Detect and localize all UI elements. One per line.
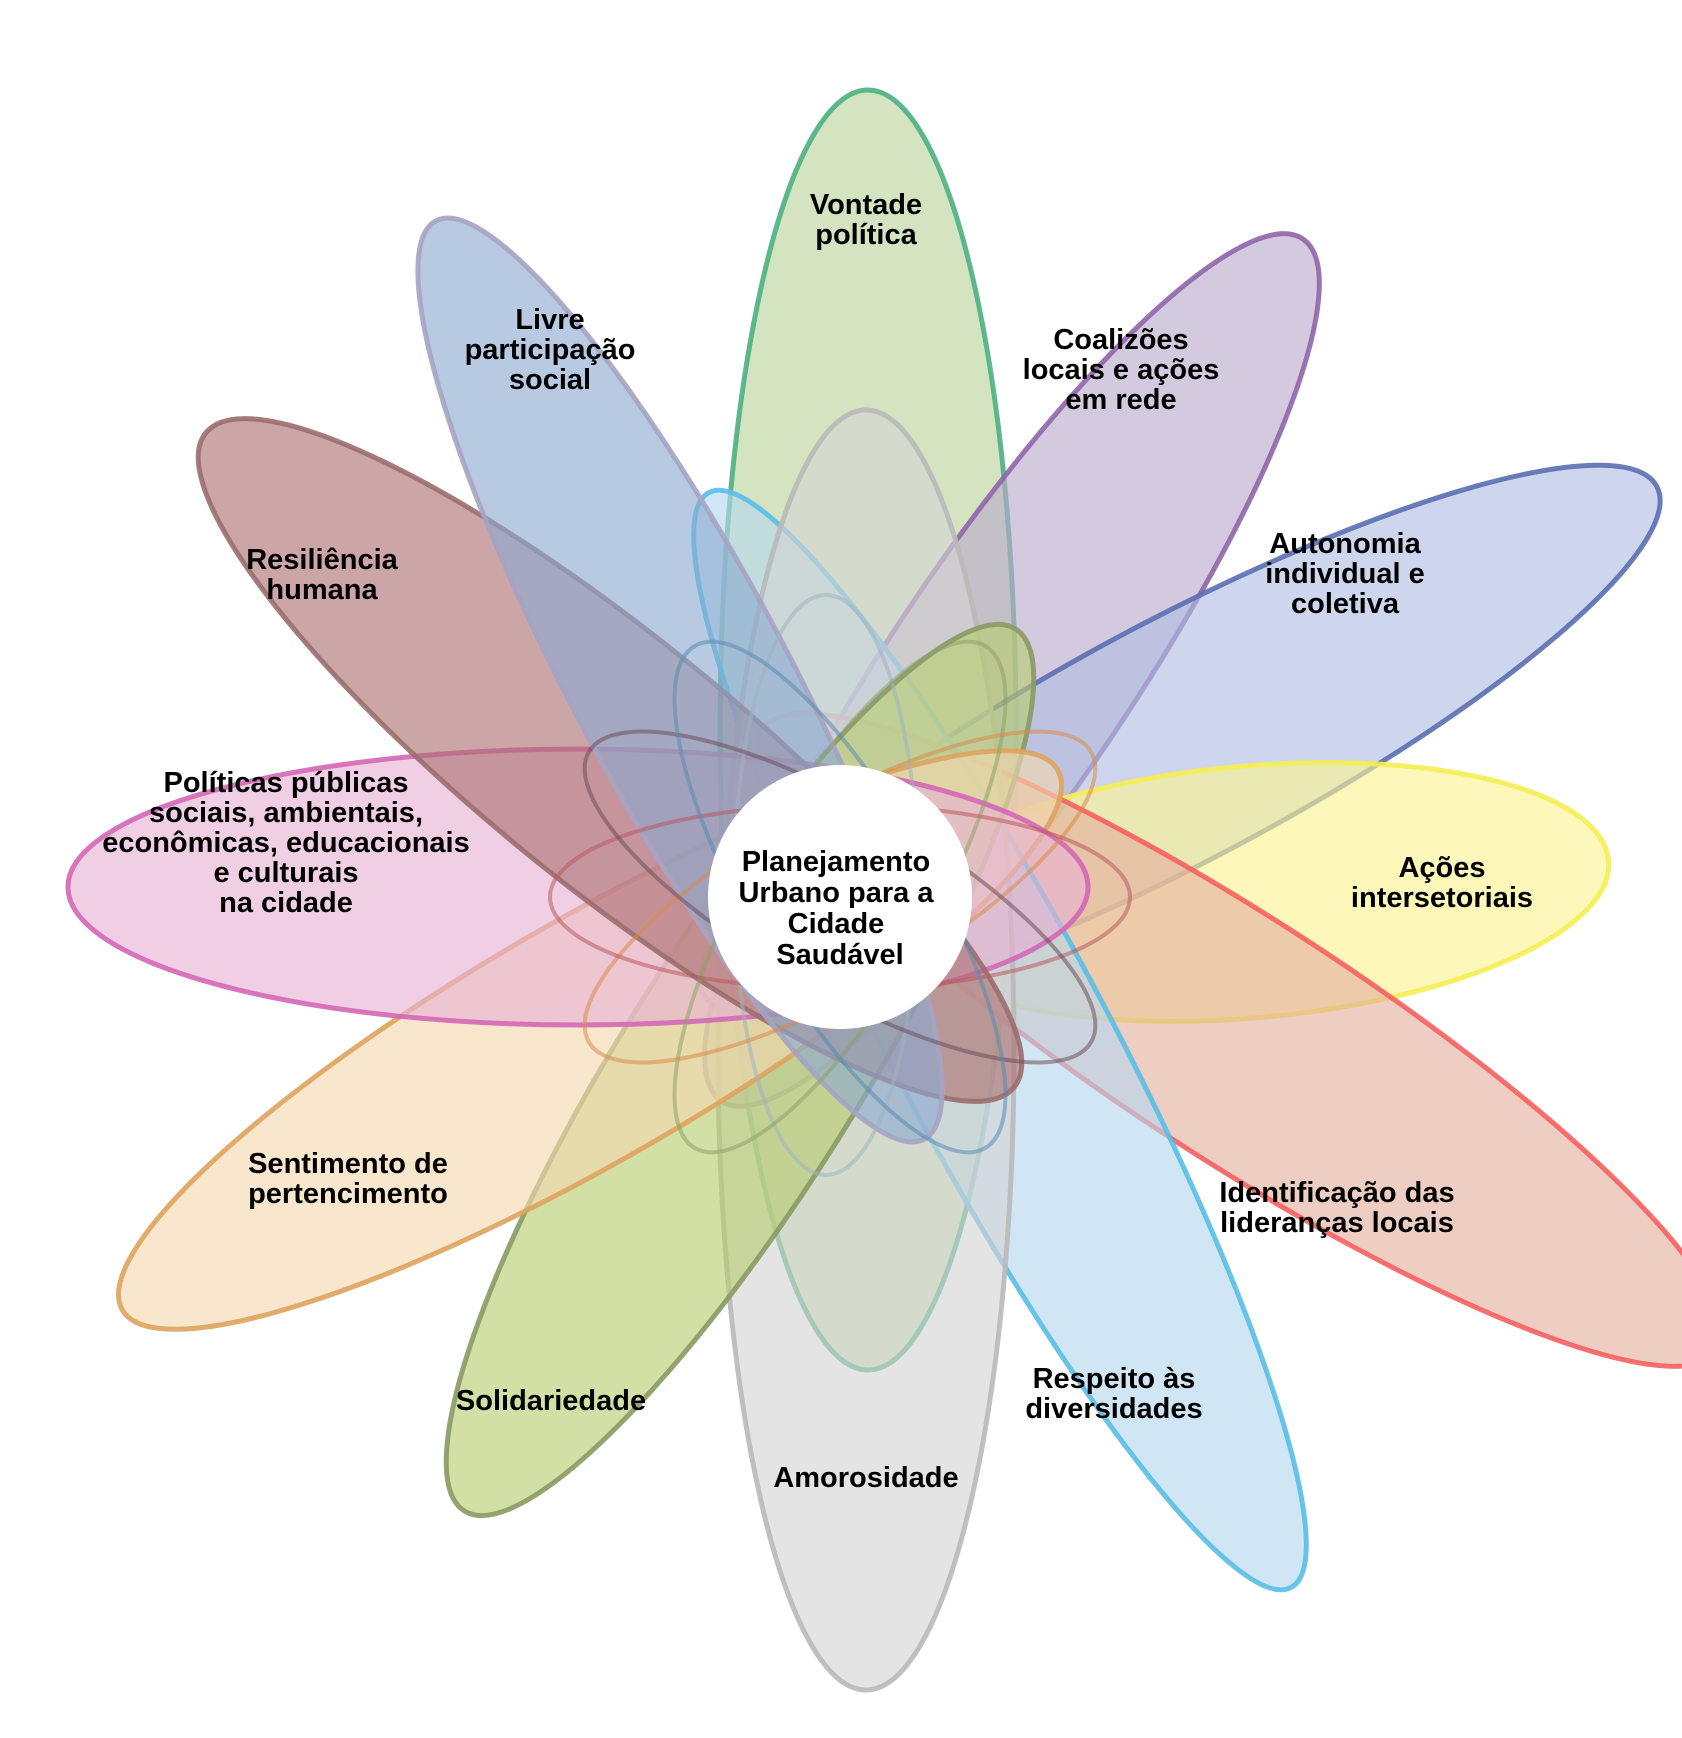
- petal-label-line: Coalizões: [1053, 324, 1188, 356]
- petal-label-line: Resiliência: [246, 544, 398, 576]
- center-circle: [708, 765, 972, 1029]
- petal-label-line: em rede: [1065, 384, 1176, 416]
- petal-label-amorosidade: Amorosidade: [773, 1462, 958, 1494]
- center-label-line: Cidade: [788, 908, 885, 940]
- petal-label-line: Vontade: [810, 189, 922, 221]
- petal-label-line: e culturais: [213, 857, 358, 889]
- petal-label-line: sociais, ambientais,: [149, 797, 423, 829]
- center-node: Planejamento Urbano para a Cidade Saudáv…: [708, 765, 972, 1029]
- petal-label-line: individual e: [1265, 558, 1425, 590]
- center-label: Planejamento Urbano para a Cidade Saudáv…: [738, 846, 941, 971]
- petal-label-solidariedade: Solidariedade: [456, 1385, 646, 1417]
- petal-label-line: econômicas, educacionais: [102, 827, 469, 859]
- petal-label-line: Autonomia: [1269, 528, 1421, 560]
- petal-label-line: locais e ações: [1023, 354, 1220, 386]
- center-label-line: Saudável: [776, 939, 903, 971]
- petal-label-line: lideranças locais: [1220, 1207, 1454, 1239]
- petal-label-line: humana: [266, 574, 378, 606]
- petal-label-line: política: [815, 219, 917, 251]
- center-label-line: Urbano para a: [738, 877, 934, 909]
- petal-label-line: pertencimento: [248, 1178, 448, 1210]
- petal-label-line: Livre: [515, 304, 584, 336]
- petal-label-line: Políticas públicas: [164, 767, 409, 799]
- petal-label-line: social: [509, 364, 591, 396]
- petal-label-line: Ações: [1398, 852, 1485, 884]
- petal-label-line: Solidariedade: [456, 1385, 646, 1417]
- petal-label-line: Sentimento de: [248, 1148, 448, 1180]
- petal-label-line: coletiva: [1291, 588, 1400, 620]
- petal-label-line: na cidade: [219, 887, 353, 919]
- petal-label-line: diversidades: [1025, 1393, 1202, 1425]
- petal-label-line: participação: [465, 334, 636, 366]
- petal-label-line: intersetoriais: [1351, 882, 1533, 914]
- petal-label-line: Identificação das: [1219, 1177, 1454, 1209]
- petal-label-line: Amorosidade: [773, 1462, 958, 1494]
- center-label-line: Planejamento: [742, 846, 931, 878]
- petal-label-line: Respeito às: [1033, 1363, 1196, 1395]
